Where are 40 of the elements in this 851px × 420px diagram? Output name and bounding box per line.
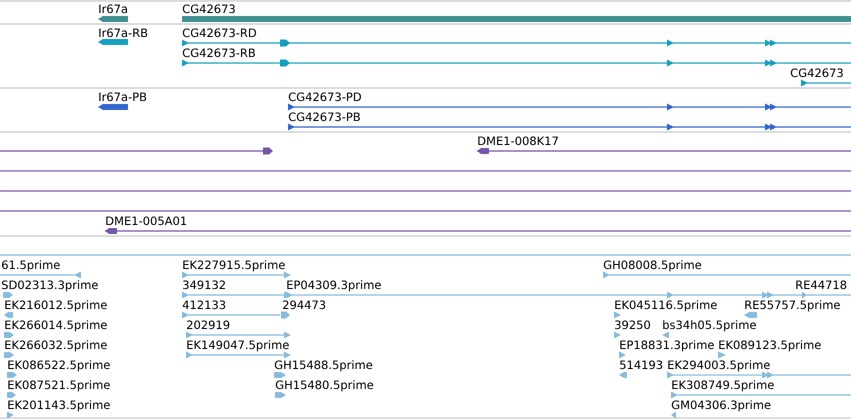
feature-label: 412133: [182, 300, 226, 310]
feature-label: CG42673-PD: [288, 92, 361, 102]
feature-label: Ir67a: [99, 4, 127, 14]
feature-label: GH15488.5prime: [274, 360, 372, 372]
feature-label: 514193: [620, 360, 662, 370]
feature-label: GH15480.5prime: [276, 380, 374, 392]
feature-label: RE55757.5prime: [745, 300, 840, 312]
feature-label: EK045116.5prime: [615, 300, 717, 312]
feature-label: CG42673: [790, 68, 843, 78]
feature-label: 294473: [283, 300, 326, 310]
feature-label: GH08008.5prime: [604, 260, 702, 272]
feature-label: 39250: [615, 320, 650, 330]
feature-label: CG42673-RB: [182, 48, 255, 58]
feature-label: EP04309.3prime: [287, 280, 381, 292]
feature-label: 61.5prime: [2, 260, 60, 272]
feature-label: SD02313.3prime: [2, 280, 98, 292]
feature-label: GM04306.3prime: [672, 400, 770, 412]
feature-label: 202919: [187, 320, 230, 330]
feature-label: EK087521.5prime: [8, 380, 110, 392]
feature-label: EK089123.5prime: [719, 340, 821, 352]
feature-label: EK201143.5prime: [8, 400, 110, 412]
feature-label: CG42673-PB: [288, 112, 360, 122]
feature-label: EK308749.5prime: [672, 380, 774, 392]
feature-label: bs34h05.5prime: [663, 320, 756, 332]
feature-label: RE44718: [796, 280, 846, 290]
feature-label: EP18831.3prime: [620, 340, 714, 352]
feature-label: EK149047.5prime: [187, 340, 289, 352]
feature-label: EK086522.5prime: [8, 360, 110, 372]
feature-label: EK266032.5prime: [5, 340, 107, 352]
feature-label: Ir67a-PB: [99, 92, 146, 102]
feature-label: EK266014.5prime: [5, 320, 107, 332]
feature-label: Ir67a-RB: [99, 28, 148, 38]
feature-label: DME1-005A01: [106, 216, 186, 226]
feature-label: EK216012.5prime: [5, 300, 107, 312]
feature-label: DME1-008K17: [478, 136, 558, 146]
feature-label: 349132: [183, 280, 225, 290]
feature-label: EK294003.5prime: [668, 360, 770, 372]
feature-label: CG42673-RD: [182, 28, 256, 38]
feature-label: EK227915.5prime: [183, 260, 285, 272]
feature-label: CG42673: [182, 4, 235, 14]
